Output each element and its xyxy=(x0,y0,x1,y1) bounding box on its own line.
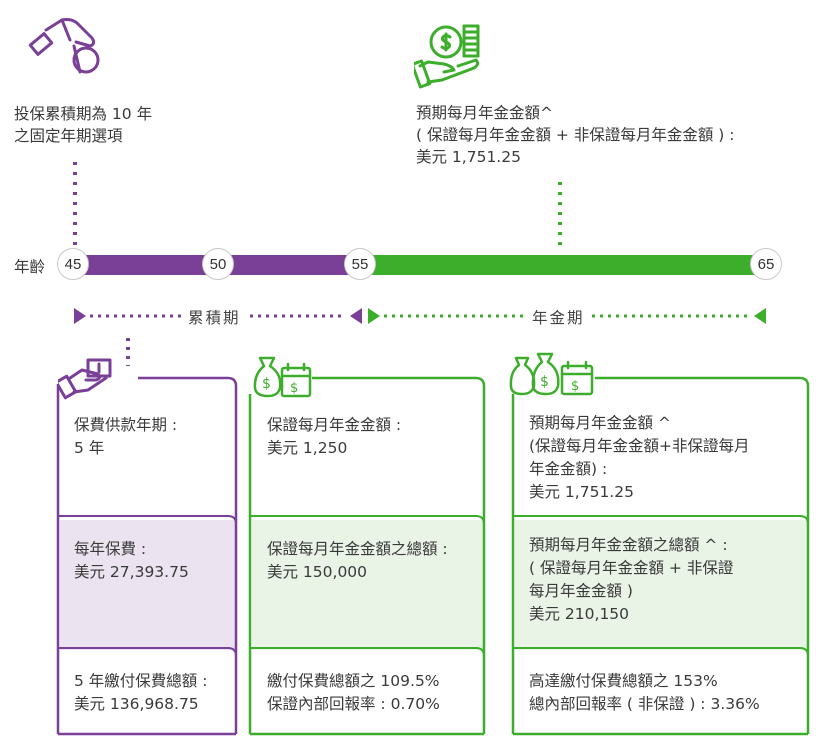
box2 xyxy=(248,376,486,738)
age-marker-50: 50 xyxy=(202,248,234,280)
box2-guaranteed-monthly: 保證每月年金金額 : 美元 1,250 xyxy=(267,416,402,457)
svg-text:$: $ xyxy=(571,379,579,394)
svg-text:$: $ xyxy=(290,381,298,396)
top-right-text: 預期每月年金金額^ ( 保證每月年金金額 + 非保證每月年金金額 ) : 美元 … xyxy=(416,104,735,166)
age-marker-55: 55 xyxy=(344,248,376,280)
box1 xyxy=(56,376,238,738)
box3-expected-monthly: 預期每月年金金額 ^ (保證每月年金金額+非保證每月 年金金額) : 美元 1,… xyxy=(529,414,750,501)
svg-text:$: $ xyxy=(540,374,549,390)
hand-coin-icon xyxy=(28,18,100,74)
box1-annual-premium: 每年保費 : 美元 27,393.75 xyxy=(74,540,189,581)
age-marker-65: 65 xyxy=(750,248,782,280)
money-bags-calendar-icon: $ $ xyxy=(509,352,594,396)
money-bag-calendar-icon: $ $ xyxy=(253,356,312,398)
annuity-period-label: 年金期 xyxy=(528,306,589,328)
box2-guaranteed-total: 保證每月年金金額之總額 : 美元 150,000 xyxy=(267,540,448,581)
box1-premium-term: 保費供款年期 : 5 年 xyxy=(74,416,178,457)
box3-total-irr: 高達繳付保費總額之 153% 總內部回報率 ( 非保證 ) : 3.36% xyxy=(529,672,760,713)
accumulation-period-label: 累積期 xyxy=(184,306,245,328)
box3-expected-total: 預期每月年金金額之總額 ^ : ( 保證每月年金金額 + 非保證 每月年金金額 … xyxy=(529,536,734,623)
hand-bill-icon xyxy=(58,358,112,400)
box2-guaranteed-irr: 繳付保費總額之 109.5% 保證內部回報率 : 0.70% xyxy=(267,672,440,713)
top-left-connector xyxy=(73,162,77,250)
age-marker-45: 45 xyxy=(57,248,89,280)
box1-connector xyxy=(126,338,130,366)
top-right-connector xyxy=(558,182,562,246)
top-left-text: 投保累積期為 10 年 之固定年期選項 xyxy=(14,105,153,145)
timeline-label: 年齡 xyxy=(14,258,46,276)
box3 xyxy=(511,376,810,738)
hand-coins-stack-icon xyxy=(414,24,480,89)
svg-text:$: $ xyxy=(262,376,271,392)
box1-total-premium: 5 年繳付保費總額 : 美元 136,968.75 xyxy=(74,672,208,713)
annuity-bar xyxy=(362,255,766,275)
